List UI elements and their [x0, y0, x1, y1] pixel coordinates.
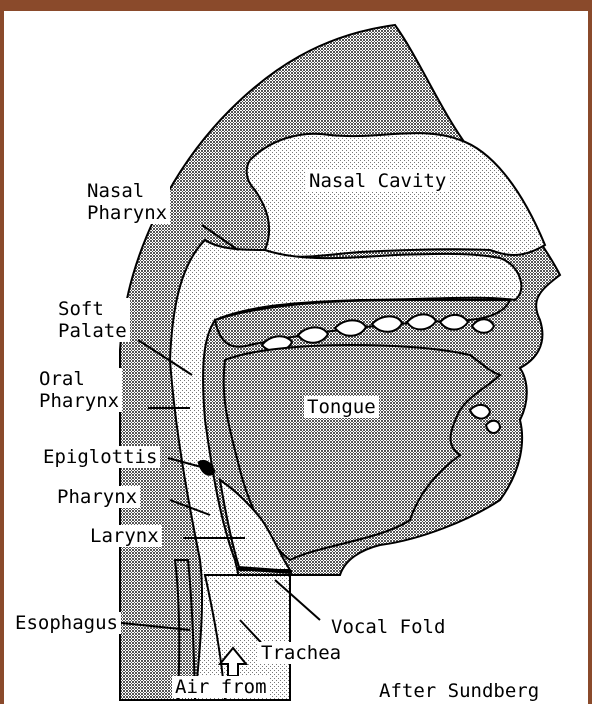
label-tongue: Tongue	[304, 396, 379, 418]
label-pharynx: Pharynx	[54, 486, 140, 508]
label-nasal-pharynx: Nasal Pharynx	[84, 180, 170, 224]
label-soft-palate: Soft Palate	[55, 298, 130, 342]
label-nasal-cavity: Nasal Cavity	[306, 170, 449, 192]
nasal-cavity-region	[247, 133, 545, 257]
label-soft-palate-line1: Soft	[58, 298, 127, 320]
label-nasal-pharynx-line2: Pharynx	[87, 202, 167, 224]
label-oral-pharynx-line2: Pharynx	[39, 390, 119, 412]
label-epiglottis: Epiglottis	[40, 446, 160, 468]
label-soft-palate-line2: Palate	[58, 320, 127, 342]
label-nasal-pharynx-line1: Nasal	[87, 180, 167, 202]
label-oral-pharynx: Oral Pharynx	[36, 368, 122, 412]
label-esophagus: Esophagus	[12, 612, 121, 634]
label-air-from: Air from	[172, 676, 270, 698]
label-oral-pharynx-line1: Oral	[39, 368, 119, 390]
label-larynx: Larynx	[87, 525, 162, 547]
label-vocal-fold: Vocal Fold	[328, 616, 448, 638]
label-trachea: Trachea	[258, 642, 344, 664]
label-credit: After Sundberg	[376, 680, 542, 702]
